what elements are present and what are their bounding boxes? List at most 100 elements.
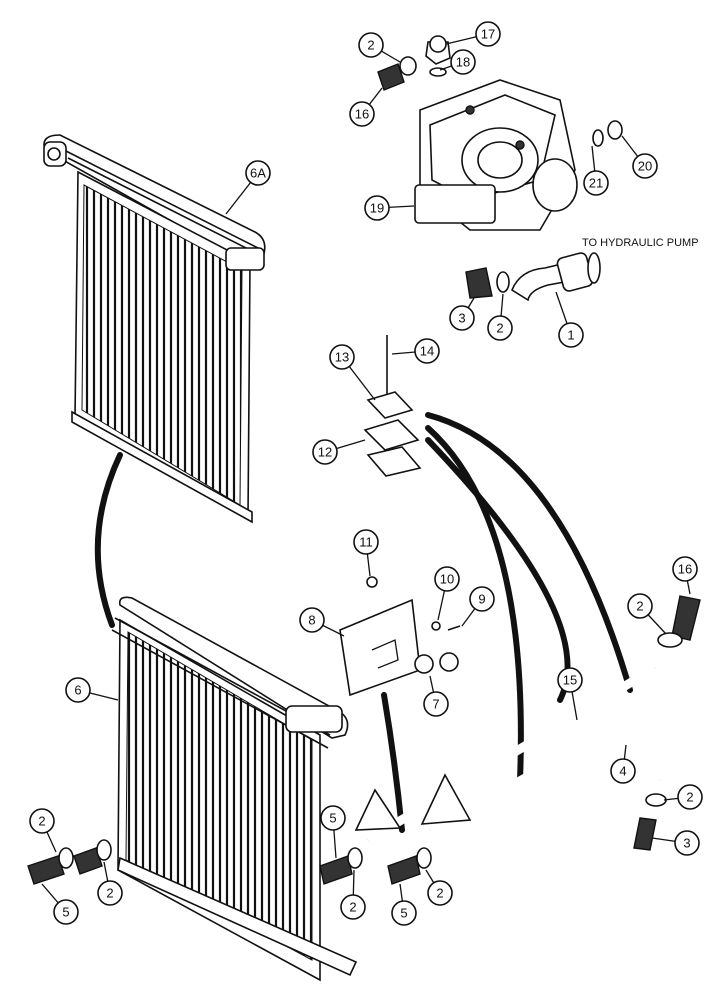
svg-text:17: 17: [481, 27, 495, 42]
clamp-2-upper-right: [496, 271, 510, 293]
assembly-link-4: [381, 692, 405, 833]
svg-text:11: 11: [359, 535, 373, 550]
svg-text:5: 5: [329, 811, 336, 826]
o-ring-18: [429, 67, 447, 77]
callout-c7: 7: [423, 691, 449, 717]
svg-text:5: 5: [62, 905, 69, 920]
hose-5-left-a: [27, 855, 65, 885]
tube-loop-left: [354, 788, 402, 831]
callout-c2g: 2: [427, 880, 453, 906]
svg-text:9: 9: [478, 592, 485, 607]
svg-text:2: 2: [436, 886, 443, 901]
clamp-2-right: [657, 632, 683, 648]
svg-text:19: 19: [370, 201, 384, 216]
svg-text:2: 2: [636, 599, 643, 614]
callout-c2c: 2: [627, 593, 653, 619]
callout-c2e: 2: [97, 880, 123, 906]
svg-text:16: 16: [355, 107, 369, 122]
svg-text:2: 2: [367, 38, 374, 53]
callout-c2a: 2: [358, 32, 384, 58]
nut-11: [366, 576, 378, 588]
callout-c16b: 16: [672, 556, 698, 582]
washer-10: [431, 621, 441, 631]
hose-16-right: [671, 595, 701, 641]
hose-3-top: [465, 267, 493, 299]
svg-text:3: 3: [683, 836, 690, 851]
clamp-2-center-a: [347, 847, 363, 869]
callout-c5b: 5: [320, 805, 346, 831]
tube-loop-right: [420, 773, 472, 825]
callout-c17: 17: [475, 21, 501, 47]
svg-text:1: 1: [567, 328, 574, 343]
assembly-link-1: [425, 412, 633, 693]
assembly-link-2: [425, 425, 524, 783]
svg-text:2: 2: [349, 900, 356, 915]
callout-c9: 9: [469, 586, 495, 612]
callout-c14: 14: [414, 338, 440, 364]
washer-13: [366, 391, 414, 419]
callout-c15: 15: [557, 667, 583, 693]
svg-text:21: 21: [589, 176, 603, 191]
bolt-9: [447, 625, 461, 631]
svg-text:2: 2: [106, 886, 113, 901]
clamp-2-right-lower: [645, 793, 667, 807]
tube-4: [427, 692, 685, 834]
svg-text:20: 20: [638, 159, 652, 174]
cooler-6a: [43, 134, 266, 524]
clamp-2-center-b: [416, 847, 432, 869]
svg-text:2: 2: [38, 814, 45, 829]
clamp-2-left-a: [58, 847, 74, 869]
svg-text:13: 13: [335, 350, 349, 365]
callout-c2d: 2: [29, 808, 55, 834]
callout-c8: 8: [299, 607, 325, 633]
svg-text:10: 10: [440, 572, 454, 587]
svg-text:6: 6: [74, 683, 81, 698]
callout-c16a: 16: [349, 101, 375, 127]
svg-text:6A: 6A: [250, 166, 266, 181]
svg-text:5: 5: [400, 906, 407, 921]
hose-16-top: [377, 63, 405, 91]
hydraulic-pump: [414, 79, 578, 231]
callout-c19: 19: [364, 195, 390, 221]
plug-20: [607, 120, 623, 140]
svg-text:16: 16: [678, 562, 692, 577]
callout-c4: 4: [610, 758, 636, 784]
svg-text:2: 2: [496, 321, 503, 336]
hose-3-right: [633, 817, 657, 851]
callout-c13: 13: [329, 344, 355, 370]
callout-c6: 6: [65, 677, 91, 703]
callout-c20: 20: [632, 153, 658, 179]
svg-text:12: 12: [318, 445, 332, 460]
grommet-7: [414, 652, 459, 674]
cooler-6: [111, 596, 358, 982]
svg-text:4: 4: [619, 764, 626, 779]
callout-c18: 18: [450, 49, 476, 75]
svg-text:14: 14: [420, 344, 434, 359]
svg-text:2: 2: [686, 790, 693, 805]
callout-c2f: 2: [340, 894, 366, 920]
isolator-12: [363, 419, 422, 477]
o-ring-21: [592, 129, 604, 147]
callout-c2h: 2: [677, 784, 703, 810]
assembly-link-6a-6: [94, 452, 123, 628]
elbow-fitting-1: [511, 252, 601, 302]
callout-c2b: 2: [487, 315, 513, 341]
callout-c21: 21: [583, 170, 609, 196]
callout-c6a: 6A: [245, 160, 271, 186]
callout-c5a: 5: [53, 899, 79, 925]
hose-5-left-b: [73, 847, 103, 875]
callout-c5c: 5: [391, 900, 417, 926]
hose-5-center-b: [387, 855, 421, 885]
svg-text:7: 7: [432, 697, 439, 712]
svg-text:8: 8: [308, 613, 315, 628]
callout-c1: 1: [558, 322, 584, 348]
callout-c3a: 3: [449, 305, 475, 331]
pump-direction-note: TO HYDRAULIC PUMP: [582, 237, 699, 249]
mounting-plate-8: [339, 598, 421, 697]
callout-c12: 12: [312, 439, 338, 465]
svg-text:15: 15: [563, 673, 577, 688]
fitting-17: [425, 35, 451, 65]
callout-c11: 11: [353, 529, 379, 555]
hose-5-center-a: [319, 855, 353, 885]
clamp-2-top: [399, 56, 417, 76]
